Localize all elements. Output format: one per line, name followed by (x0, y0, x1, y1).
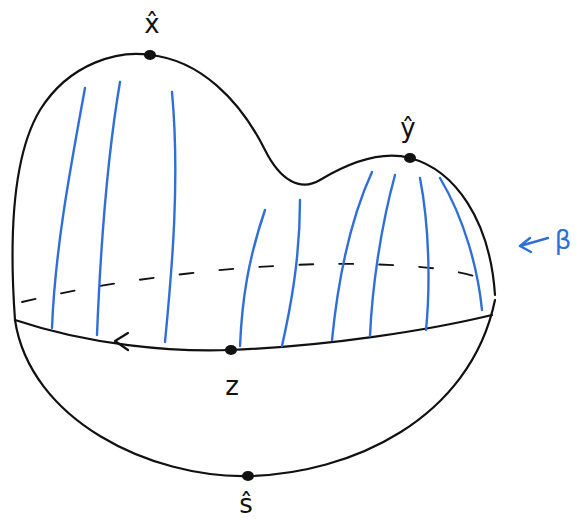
meridian-line (97, 82, 120, 335)
meridian-line (440, 178, 482, 310)
meridian-line (165, 92, 175, 342)
point-dot (144, 50, 156, 60)
beta-pointer (520, 238, 548, 252)
meridian-line (370, 175, 395, 336)
point-dot (404, 153, 416, 163)
meridian-line (332, 172, 372, 340)
meridian-line (282, 200, 300, 346)
surface-outline (15, 300, 495, 476)
point-label: z (225, 373, 239, 399)
point-label: ŷ (400, 115, 415, 141)
equator-back (22, 264, 490, 302)
surface-label: β (555, 227, 572, 253)
point-label: ŝ (239, 491, 253, 517)
meridian-line (420, 178, 428, 330)
point-dot (242, 471, 254, 481)
meridian-line (52, 88, 85, 328)
meridian-line (240, 210, 265, 346)
equator-line (15, 315, 492, 350)
point-label: x̂ (144, 11, 159, 37)
equator-arrow (115, 333, 128, 350)
point-dot (225, 345, 237, 355)
